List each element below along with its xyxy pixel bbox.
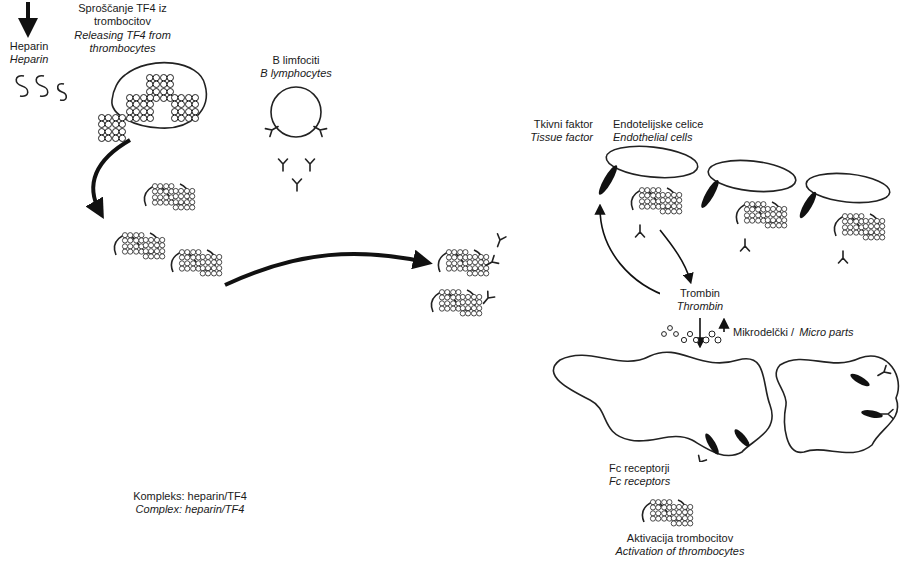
label-text: Releasing TF4 from thrombocytes	[60, 29, 185, 54]
label-text: Kompleks: heparin/TF4	[110, 490, 270, 503]
label-text: Fc receptors	[608, 475, 718, 488]
label-text: Trombin	[660, 287, 740, 300]
label-text: Fc receptorji	[608, 462, 718, 475]
label-text: Endotelijske celice	[612, 118, 762, 131]
label-text: Heparin	[3, 40, 55, 53]
label-text: Complex: heparin/TF4	[110, 503, 270, 516]
label-text: Tkivni faktor	[480, 118, 594, 131]
label-text: Heparin	[3, 53, 55, 66]
label-text: Activation of thrombocytes	[580, 545, 780, 558]
label-text: Aktivacija trombocitov	[580, 532, 780, 545]
label-text: Mikrodelčki /	[732, 326, 795, 339]
label-text: B limfociti	[246, 54, 346, 67]
label-text: Sproščanje TF4 iz trombocitov	[75, 2, 170, 27]
label-text: Endothelial cells	[612, 131, 762, 144]
label-text: Thrombin	[660, 300, 740, 313]
label-text: Micro parts	[798, 326, 854, 339]
label-text: B lymphocytes	[246, 67, 346, 80]
label-text: Tissue factor	[480, 131, 594, 144]
